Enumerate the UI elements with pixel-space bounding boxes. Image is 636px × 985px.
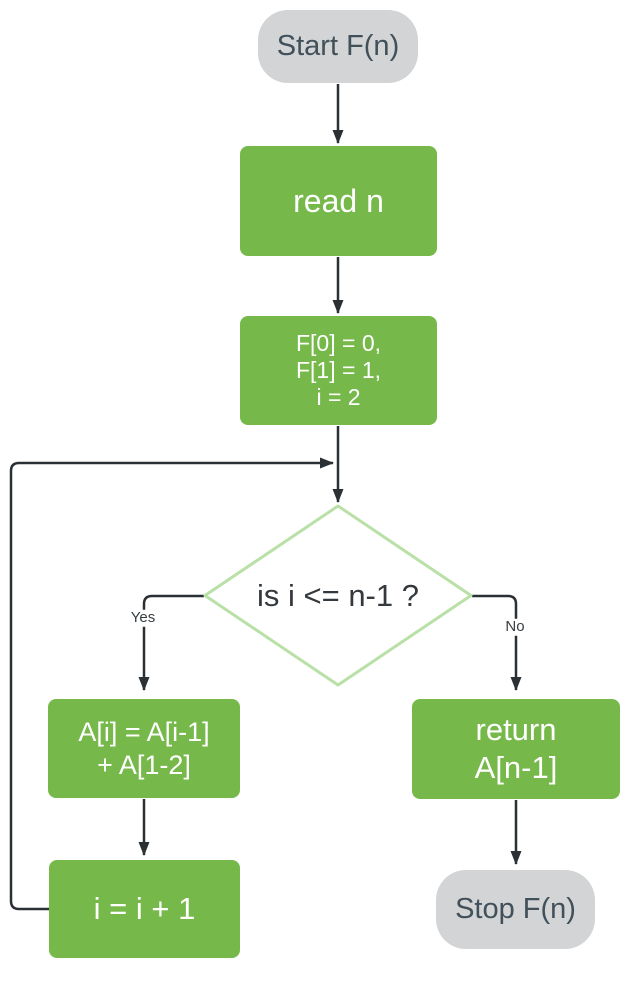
decision-diamond-shape — [203, 504, 473, 687]
node-stop-terminator: Stop F(n) — [436, 870, 595, 949]
edge-condition-yes-to-compute — [138, 594, 204, 691]
node-init-process: F[0] = 0, F[1] = 1, i = 2 — [240, 316, 437, 425]
edge-loopback-increment-to-condition — [9, 457, 334, 911]
node-compute-process: A[i] = A[i-1] + A[1-2] — [48, 699, 240, 798]
node-compute-line-1: A[i] = A[i-1] — [78, 716, 210, 747]
edge-label-no: No — [502, 618, 528, 636]
node-init-line-1: F[0] = 0, — [295, 330, 381, 356]
node-increment-label: i = i + 1 — [93, 891, 196, 926]
node-return-line-2: A[n-1] — [474, 750, 558, 785]
node-return-process: return A[n-1] — [412, 699, 620, 799]
node-init-line-3: i = 2 — [316, 384, 361, 410]
node-stop-label: Stop F(n) — [455, 893, 576, 925]
node-read-n-process: read n — [240, 146, 437, 256]
node-condition-decision: is i <= n-1 ? — [205, 506, 471, 685]
edge-condition-no-to-return — [472, 594, 522, 691]
node-read-n-label: read n — [293, 182, 384, 219]
node-increment-process: i = i + 1 — [49, 860, 240, 958]
node-return-line-1: return — [475, 712, 557, 747]
edge-label-yes: Yes — [127, 609, 159, 627]
node-compute-line-2: + A[1-2] — [97, 749, 191, 780]
node-init-line-2: F[1] = 1, — [295, 357, 381, 383]
node-start-label: Start F(n) — [276, 30, 400, 62]
node-condition-label: is i <= n-1 ? — [257, 577, 419, 613]
node-start-terminator: Start F(n) — [258, 10, 418, 83]
